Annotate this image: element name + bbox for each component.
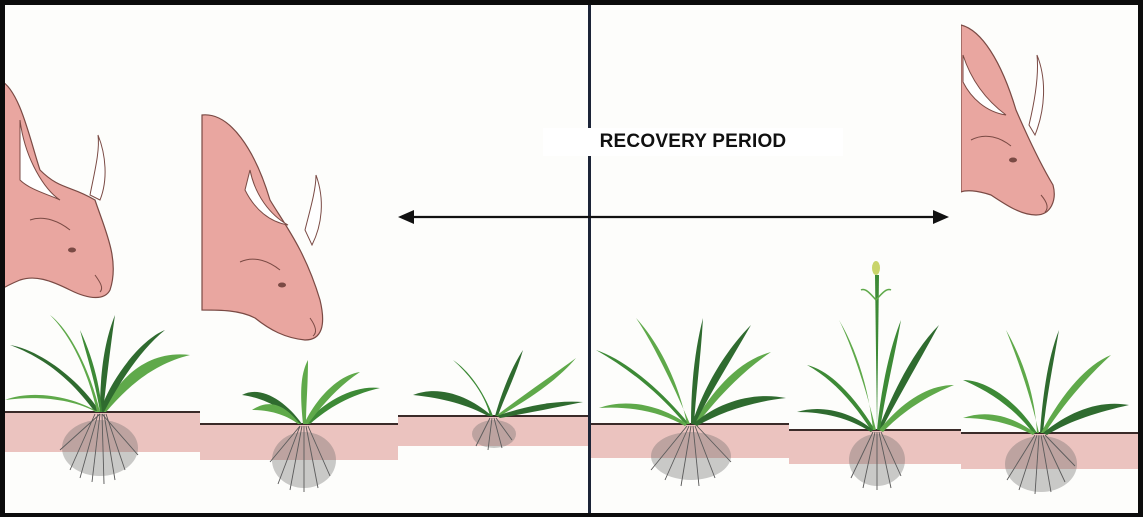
- arrow-right-head-icon: [933, 210, 949, 224]
- recovery-period-label: RECOVERY PERIOD: [543, 128, 843, 156]
- arrow-left-head-icon: [398, 210, 414, 224]
